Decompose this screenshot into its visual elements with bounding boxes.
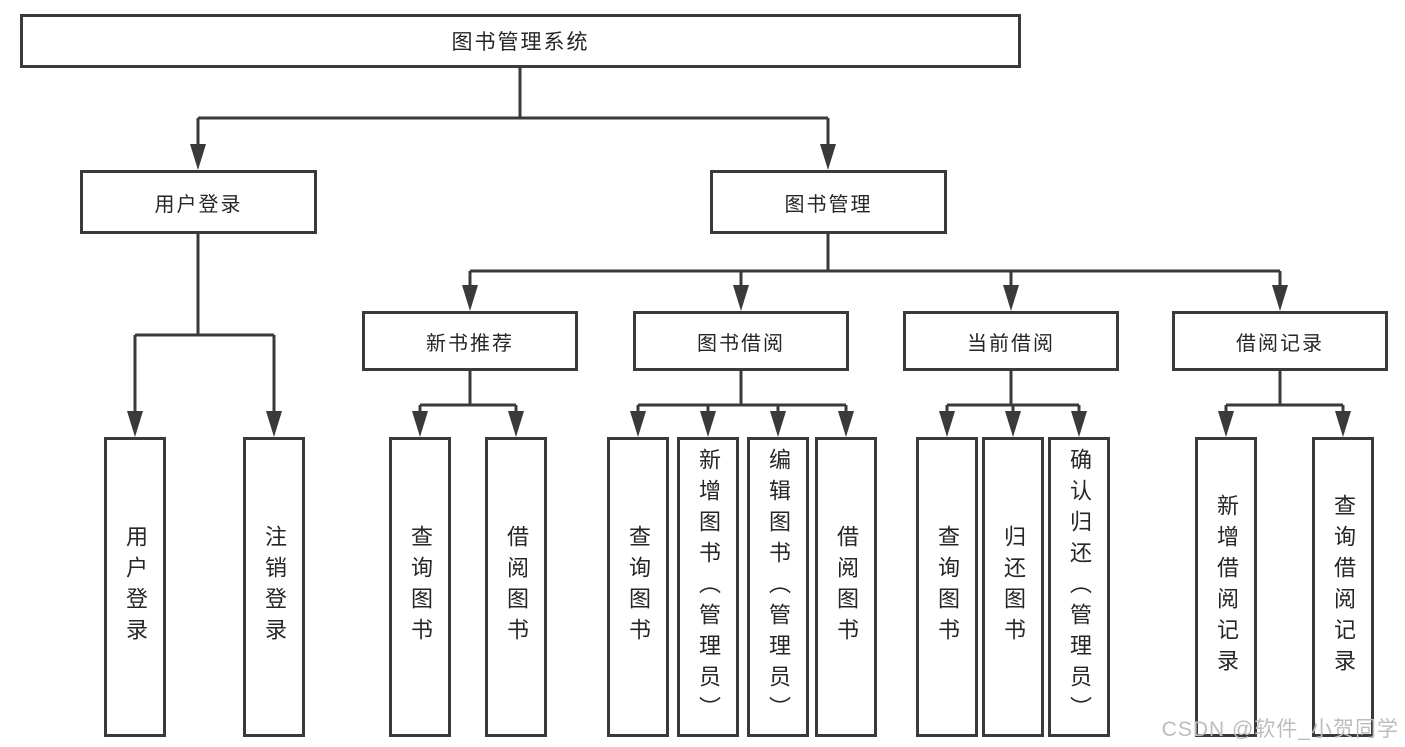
leaf-query-book-1: 查询图书 (389, 437, 451, 737)
leaf-edit-book-admin: 编辑图书（管理员） (747, 437, 809, 737)
node-book-mgmt-branch: 图书管理 (710, 170, 947, 234)
node-user-login-branch: 用户登录 (80, 170, 317, 234)
leaf-logout: 注销登录 (243, 437, 305, 737)
node-root-system: 图书管理系统 (20, 14, 1021, 68)
leaf-add-book-admin: 新增图书（管理员） (677, 437, 739, 737)
node-book-borrow: 图书借阅 (633, 311, 849, 371)
node-new-book-recommend: 新书推荐 (362, 311, 578, 371)
leaf-borrow-book-1: 借阅图书 (485, 437, 547, 737)
leaf-confirm-return-admin: 确认归还（管理员） (1048, 437, 1110, 737)
leaf-borrow-book-2: 借阅图书 (815, 437, 877, 737)
csdn-watermark: CSDN @软件_小贺同学 (1161, 718, 1399, 741)
node-current-borrow: 当前借阅 (903, 311, 1119, 371)
leaf-query-book-3: 查询图书 (916, 437, 978, 737)
leaf-return-book: 归还图书 (982, 437, 1044, 737)
leaf-query-book-2: 查询图书 (607, 437, 669, 737)
leaf-query-borrow-record: 查询借阅记录 (1312, 437, 1374, 737)
leaf-user-login: 用户登录 (104, 437, 166, 737)
leaf-add-borrow-record: 新增借阅记录 (1195, 437, 1257, 737)
node-borrow-records: 借阅记录 (1172, 311, 1388, 371)
